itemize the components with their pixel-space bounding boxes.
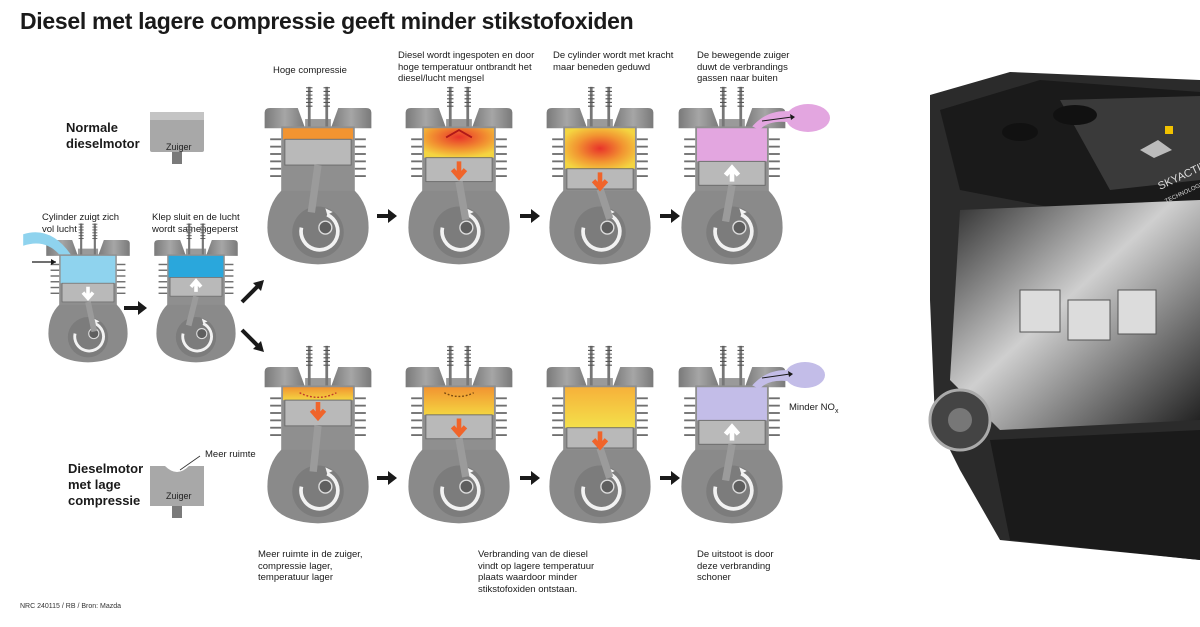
caption-low-exhaust: De uitstoot is door deze verbranding sch… — [697, 549, 774, 583]
cylinder-low-power — [544, 343, 656, 526]
caption-low-burn: Verbranding van de diesel vindt op lager… — [478, 549, 595, 595]
label-more-space: Meer ruimte — [205, 449, 256, 460]
caption-compress: Klep sluit en de lucht wordt samengepers… — [152, 212, 240, 235]
cylinder-low-inject — [403, 343, 515, 526]
label-low-compression-engine: Dieselmotor met lage compressie — [68, 461, 144, 508]
label-normal-engine: Normale dieselmotor — [66, 120, 140, 151]
credit-line: NRC 240115 / RB / Bron: Mazda — [20, 603, 122, 610]
cylinder-intake — [23, 222, 132, 364]
caption-low-space: Meer ruimte in de zuiger, compressie lag… — [258, 549, 363, 583]
arrow-to-normal — [240, 284, 260, 304]
stage-arrows — [377, 209, 680, 485]
cylinder-low-compression — [262, 343, 374, 526]
caption-high-compression: Hoge compressie — [273, 65, 347, 76]
piston-normal-label: Zuiger — [166, 142, 192, 152]
arrow-to-low — [240, 328, 260, 348]
piston-low-icon — [150, 466, 204, 518]
caption-power: De cylinder wordt met kracht maar benede… — [553, 50, 674, 73]
caption-exhaust: De bewegende zuiger duwt de verbrandings… — [697, 50, 790, 84]
caption-intake: Cylinder zuigt zich vol lucht — [42, 212, 120, 235]
exhaust-arrow-low — [761, 373, 791, 379]
more-space-pointer — [179, 455, 201, 471]
caption-inject: Diesel wordt ingespoten en door hoge tem… — [398, 50, 535, 84]
page-title: Diesel met lagere compressie geeft minde… — [20, 8, 634, 34]
cylinder-power — [544, 84, 656, 267]
engine-image: SKYACTIV TECHNOLOGY — [928, 72, 1200, 560]
exhaust-arrow-normal — [761, 116, 793, 122]
cylinder-high-compression — [262, 84, 374, 267]
piston-low-label: Zuiger — [166, 491, 192, 501]
exhaust-cloud-normal — [786, 104, 830, 132]
cylinder-low-exhaust — [676, 343, 793, 526]
cylinder-compress — [152, 222, 240, 364]
exhaust-cloud-low — [785, 362, 825, 388]
piston-normal-icon — [150, 112, 204, 164]
cylinder-exhaust — [676, 84, 793, 267]
cylinder-inject — [403, 84, 515, 267]
label-less-nox: Minder NOx — [789, 402, 839, 415]
